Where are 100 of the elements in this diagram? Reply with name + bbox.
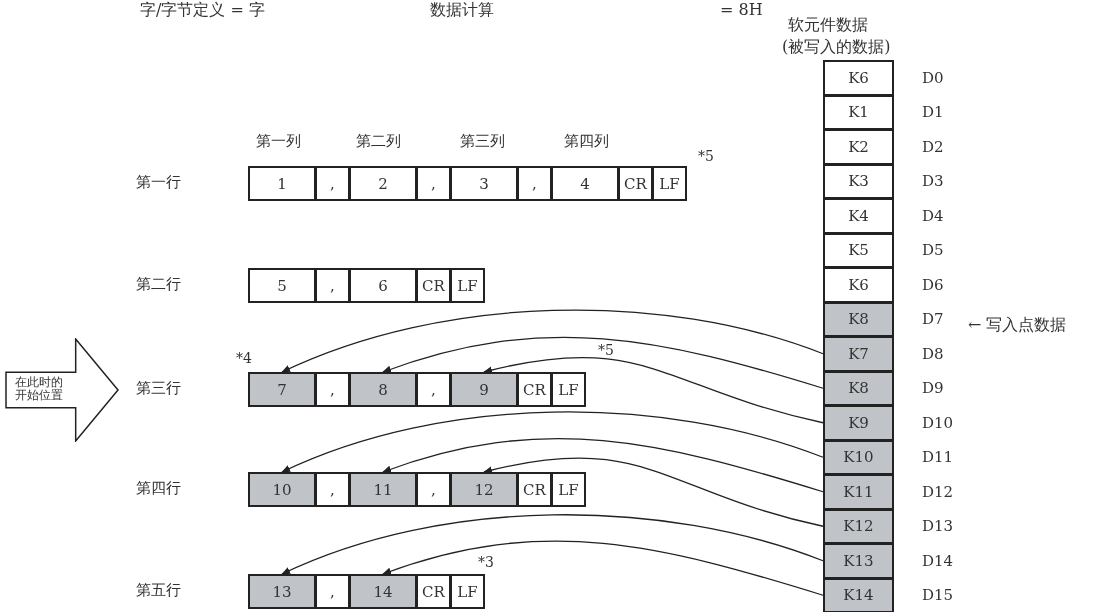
data-cell bbox=[517, 372, 552, 407]
register-label: D1 bbox=[922, 103, 944, 122]
data-cell bbox=[349, 166, 417, 201]
field-value: CR bbox=[422, 582, 445, 601]
field-value: , bbox=[431, 480, 436, 499]
register-label: D2 bbox=[922, 137, 944, 156]
register-label: D13 bbox=[922, 517, 954, 536]
cell-value: K5 bbox=[848, 241, 869, 260]
cell-value: K6 bbox=[848, 275, 869, 294]
text-label: ← 写入点数据 bbox=[968, 316, 1067, 334]
text-label: 第四行 bbox=[136, 480, 181, 497]
data-cell bbox=[517, 472, 552, 507]
text-label: 第二行 bbox=[136, 276, 181, 293]
data-cell bbox=[349, 268, 417, 303]
footnote-mark: *5 bbox=[698, 149, 714, 165]
field-value: LF bbox=[558, 480, 579, 499]
data-cell bbox=[416, 166, 451, 201]
text-label: 第三列 bbox=[460, 133, 505, 150]
field-value: , bbox=[431, 380, 436, 399]
field-value: , bbox=[330, 582, 335, 601]
data-cell bbox=[349, 472, 417, 507]
field-value: 10 bbox=[272, 480, 292, 499]
field-value: LF bbox=[558, 380, 579, 399]
field-value: CR bbox=[624, 174, 647, 193]
field-value: CR bbox=[523, 380, 546, 399]
cell-value: K3 bbox=[848, 172, 869, 191]
footnote-mark: *5 bbox=[598, 343, 614, 359]
cell-value: K14 bbox=[843, 586, 874, 605]
field-value: LF bbox=[457, 276, 478, 295]
cell-value: K8 bbox=[848, 379, 869, 398]
text-label: = 8H bbox=[720, 1, 763, 19]
text-label: 第四列 bbox=[564, 133, 609, 150]
register-label: D11 bbox=[922, 448, 954, 467]
field-value: 11 bbox=[373, 480, 393, 499]
field-value: , bbox=[532, 174, 537, 193]
register-label: D15 bbox=[922, 586, 954, 605]
data-cell bbox=[248, 268, 316, 303]
cell-value: K8 bbox=[848, 310, 869, 329]
data-cell bbox=[349, 574, 417, 609]
arrow bbox=[483, 356, 824, 424]
field-value: , bbox=[330, 380, 335, 399]
data-cell bbox=[652, 166, 687, 201]
register-label: D9 bbox=[922, 379, 944, 398]
arrow bbox=[483, 457, 824, 527]
cell-value: K2 bbox=[848, 137, 869, 156]
data-cell bbox=[450, 372, 518, 407]
register-label: D0 bbox=[922, 68, 944, 87]
data-cell bbox=[248, 472, 316, 507]
arrow-label: 在此时的开始位置 bbox=[14, 376, 64, 402]
data-cell bbox=[416, 472, 451, 507]
cell-value: K12 bbox=[843, 517, 874, 536]
text-label: 软元件数据 bbox=[788, 16, 868, 34]
data-cell bbox=[416, 574, 451, 609]
data-cell bbox=[315, 372, 350, 407]
arrow bbox=[281, 411, 824, 473]
data-cell bbox=[450, 574, 485, 609]
block-arrow bbox=[5, 338, 119, 442]
data-cell bbox=[248, 372, 316, 407]
field-value: , bbox=[431, 174, 436, 193]
field-value: , bbox=[330, 174, 335, 193]
data-cell bbox=[416, 268, 451, 303]
data-cell bbox=[248, 574, 316, 609]
field-value: 8 bbox=[378, 380, 388, 399]
register-label: D5 bbox=[922, 241, 944, 260]
text-label: 第一列 bbox=[256, 133, 301, 150]
arrow bbox=[382, 438, 824, 493]
footnote-mark: *4 bbox=[236, 351, 252, 367]
field-value: 3 bbox=[479, 174, 489, 193]
field-value: , bbox=[330, 276, 335, 295]
field-value: 7 bbox=[277, 380, 287, 399]
field-value: , bbox=[330, 480, 335, 499]
data-cell bbox=[315, 574, 350, 609]
field-value: LF bbox=[457, 582, 478, 601]
data-cell bbox=[618, 166, 653, 201]
text-label: 第二列 bbox=[356, 133, 401, 150]
data-cell bbox=[315, 472, 350, 507]
text-label: 第一行 bbox=[136, 174, 181, 191]
field-value: 1 bbox=[277, 174, 287, 193]
data-cell bbox=[551, 372, 586, 407]
register-label: D6 bbox=[922, 275, 944, 294]
arrow bbox=[281, 514, 824, 575]
data-cell bbox=[517, 166, 552, 201]
cell-value: K1 bbox=[848, 103, 869, 122]
text-label: 数据计算 bbox=[430, 1, 494, 19]
text-label: 第三行 bbox=[136, 380, 181, 397]
cell-value: K6 bbox=[848, 68, 869, 87]
cell-value: K11 bbox=[843, 482, 874, 501]
data-cell bbox=[551, 166, 619, 201]
register-label: D3 bbox=[922, 172, 944, 191]
field-value: 12 bbox=[474, 480, 494, 499]
register-label: D4 bbox=[922, 206, 944, 225]
field-value: LF bbox=[659, 174, 680, 193]
data-cell bbox=[248, 166, 316, 201]
field-value: 14 bbox=[373, 582, 393, 601]
data-cell bbox=[450, 268, 485, 303]
data-cell bbox=[349, 372, 417, 407]
field-value: CR bbox=[523, 480, 546, 499]
arrow bbox=[382, 540, 824, 596]
arrow bbox=[281, 309, 824, 373]
arrow bbox=[382, 336, 824, 389]
